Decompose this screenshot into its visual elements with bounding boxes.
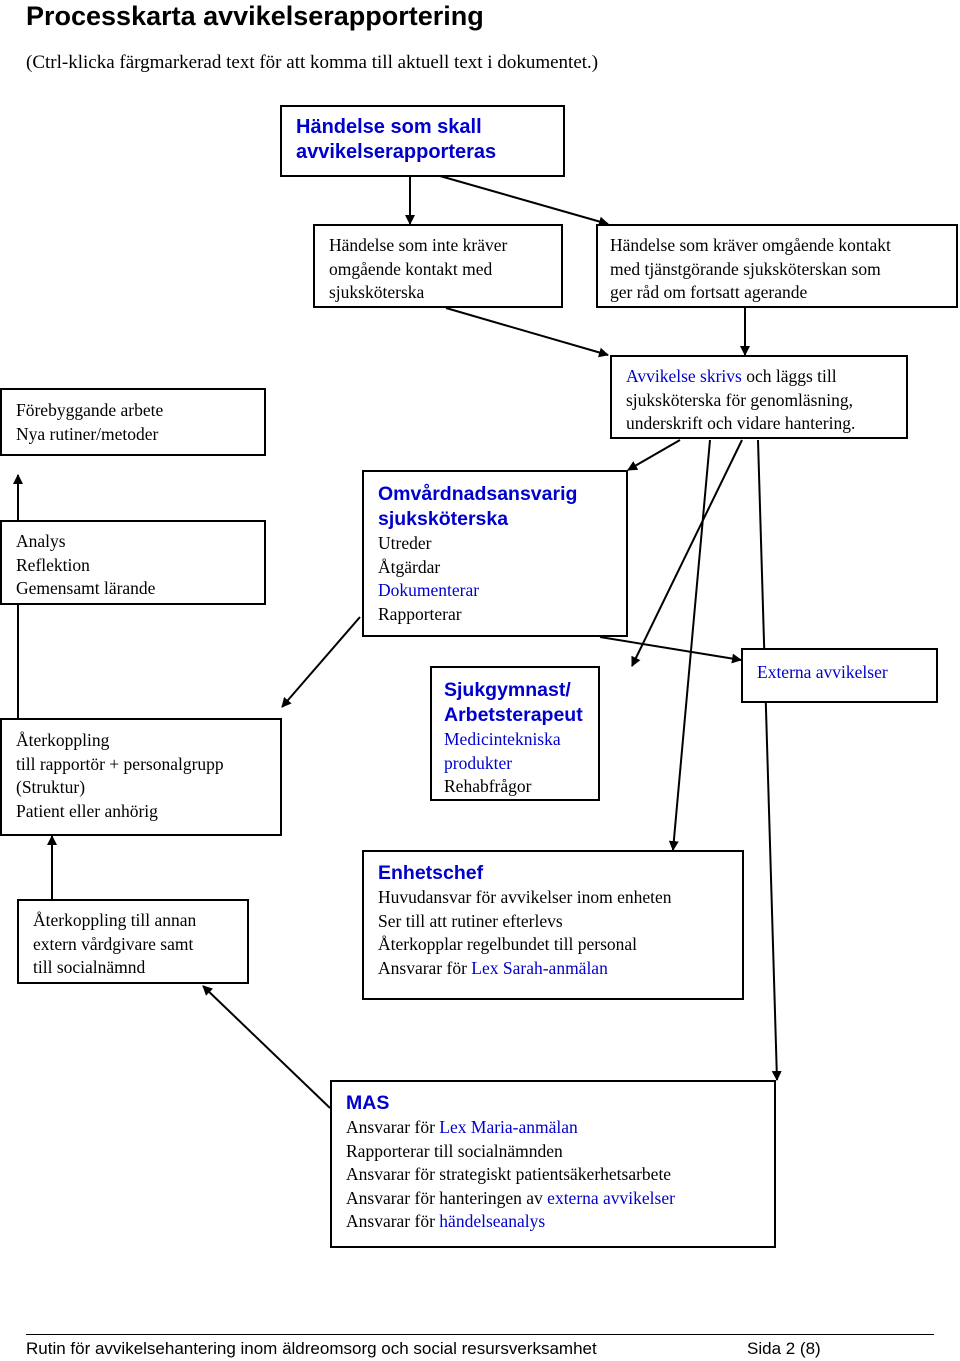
feedback-line-3: (Struktur) [16, 777, 86, 797]
contact-line-2: med tjänstgörande sjuksköterskan som [610, 258, 881, 279]
mas-line-1: Ansvarar för Lex Maria-anmälan [346, 1116, 768, 1140]
footer-text: Rutin för avvikelsehantering inom äldreo… [26, 1339, 597, 1358]
written-line-1-rest: och läggs till [741, 366, 837, 386]
no-contact-line-1: Händelse som inte kräver [329, 235, 508, 255]
footer-divider [26, 1334, 934, 1335]
physio-heading-1: Sjukgymnast/ [444, 679, 571, 701]
physio-line-last: Rehabfrågor [444, 776, 532, 796]
nurse-heading-1: Omvårdnadsansvarig [378, 483, 578, 505]
physio-link-2[interactable]: produkter [444, 752, 513, 773]
no-contact-box: Händelse som inte kräver omgående kontak… [313, 224, 563, 308]
mas-line-4: Ansvarar för hanteringen av externa avvi… [346, 1187, 768, 1211]
prevent-box: Förebyggande arbete Nya rutiner/metoder [0, 388, 266, 456]
written-line-2: sjuksköterska för genomläsning, [626, 389, 853, 410]
prevent-line-2: Nya rutiner/metoder [16, 423, 159, 444]
nurse-line-last: Rapporterar [378, 603, 462, 624]
mas-line-4-prefix: Ansvarar för hanteringen av [346, 1187, 548, 1208]
manager-line-3: Återkopplar regelbundet till personal [378, 934, 638, 954]
no-contact-line-3: sjuksköterska [329, 282, 425, 302]
manager-line-1: Huvudansvar för avvikelser inom enheten [378, 887, 672, 907]
written-line-1: Avvikelse skrivs och läggs till [626, 365, 898, 389]
manager-line-4-prefix: Ansvarar för [378, 957, 472, 978]
nurse-box: Omvårdnadsansvarig sjuksköterska Utreder… [362, 470, 628, 637]
nurse-line-2: Åtgärdar [378, 556, 441, 577]
arrow-mas-to-feedback-ext [202, 985, 331, 1109]
feedback-line-1: Återkoppling [16, 730, 110, 750]
nurse-heading-2: sjuksköterska [378, 508, 509, 530]
feedback-ext-line-2: extern vårdgivare samt [33, 933, 194, 954]
physio-box: Sjukgymnast/ Arbetsterapeut Medicintekni… [430, 666, 600, 801]
manager-heading: Enhetschef [378, 862, 484, 884]
event-analysis-link[interactable]: händelseanalys [439, 1211, 546, 1231]
feedback-line-4: Patient eller anhörig [16, 800, 158, 821]
physio-heading-2: Arbetsterapeut [444, 704, 583, 726]
arrow-nurse-to-feedback [281, 616, 361, 708]
mas-line-3: Ansvarar för strategiskt patientsäkerhet… [346, 1164, 672, 1184]
analysis-line-3: Gemensamt lärande [16, 578, 156, 598]
analysis-box: Analys Reflektion Gemensamt lärande [0, 520, 266, 605]
start-line-2: avvikelserapporteras [296, 141, 497, 163]
written-box: Avvikelse skrivs och läggs till sjuksköt… [610, 355, 908, 439]
manager-box: Enhetschef Huvudansvar för avvikelser in… [362, 850, 744, 1000]
manager-line-4: Ansvarar för Lex Sarah-anmälan [378, 957, 736, 981]
start-line-1: Händelse som skall [296, 116, 482, 138]
arrow-written-to-manager [668, 439, 711, 851]
arrow-start-to-contact [439, 175, 609, 227]
lex-maria-link[interactable]: Lex Maria-anmälan [439, 1117, 578, 1137]
analysis-line-1: Analys [16, 531, 66, 551]
lex-sarah-link[interactable]: Lex Sarah-anmälan [471, 957, 608, 978]
mas-line-5-prefix: Ansvarar för [346, 1211, 440, 1231]
mas-heading: MAS [346, 1092, 390, 1114]
mas-line-1-prefix: Ansvarar för [346, 1117, 440, 1137]
manager-line-2: Ser till att rutiner efterlevs [378, 910, 563, 931]
nurse-line-1: Utreder [378, 533, 432, 553]
external-link[interactable]: Externa avvikelser [757, 662, 888, 682]
arrow-written-to-mas [757, 439, 782, 1081]
feedback-line-2: till rapportör + personalgrupp [16, 753, 224, 774]
mas-line-2: Rapporterar till socialnämnden [346, 1140, 563, 1161]
written-line-3: underskrift och vidare hantering. [626, 413, 856, 433]
mas-line-5: Ansvarar för händelseanalys [346, 1210, 768, 1234]
feedback-ext-box: Återkoppling till annan extern vårdgivar… [17, 899, 249, 984]
external-deviations-link[interactable]: externa avvikelser [547, 1187, 675, 1208]
physio-link-1[interactable]: Medicintekniska [444, 729, 561, 749]
contact-box: Händelse som kräver omgående kontakt med… [596, 224, 958, 308]
page-title: Processkarta avvikelserapportering [26, 1, 484, 31]
arrow-written-to-nurse [627, 439, 681, 471]
feedback-ext-line-1: Återkoppling till annan [33, 910, 197, 930]
mas-box: MAS Ansvarar för Lex Maria-anmälan Rappo… [330, 1080, 776, 1248]
feedback-ext-line-3: till socialnämnd [33, 957, 146, 977]
analysis-line-2: Reflektion [16, 554, 90, 575]
external-box: Externa avvikelser [741, 648, 938, 703]
contact-line-1: Händelse som kräver omgående kontakt [610, 235, 891, 255]
page-subtitle: (Ctrl-klicka färgmarkerad text för att k… [26, 52, 599, 73]
arrow-written-to-physio [631, 439, 743, 667]
feedback-box: Återkoppling till rapportör + personalgr… [0, 718, 282, 836]
page-number: Sida 2 (8) [747, 1339, 821, 1358]
nurse-document-link[interactable]: Dokumenterar [378, 580, 480, 600]
start-box: Händelse som skall avvikelserapporteras [280, 105, 565, 177]
no-contact-line-2: omgående kontakt med [329, 258, 493, 279]
written-link[interactable]: Avvikelse skrivs [626, 366, 742, 386]
contact-line-3: ger råd om fortsatt agerande [610, 282, 808, 302]
prevent-line-1: Förebyggande arbete [16, 400, 164, 420]
arrow-nurse-to-external [599, 636, 742, 664]
arrow-no-contact-to-written [445, 307, 609, 358]
